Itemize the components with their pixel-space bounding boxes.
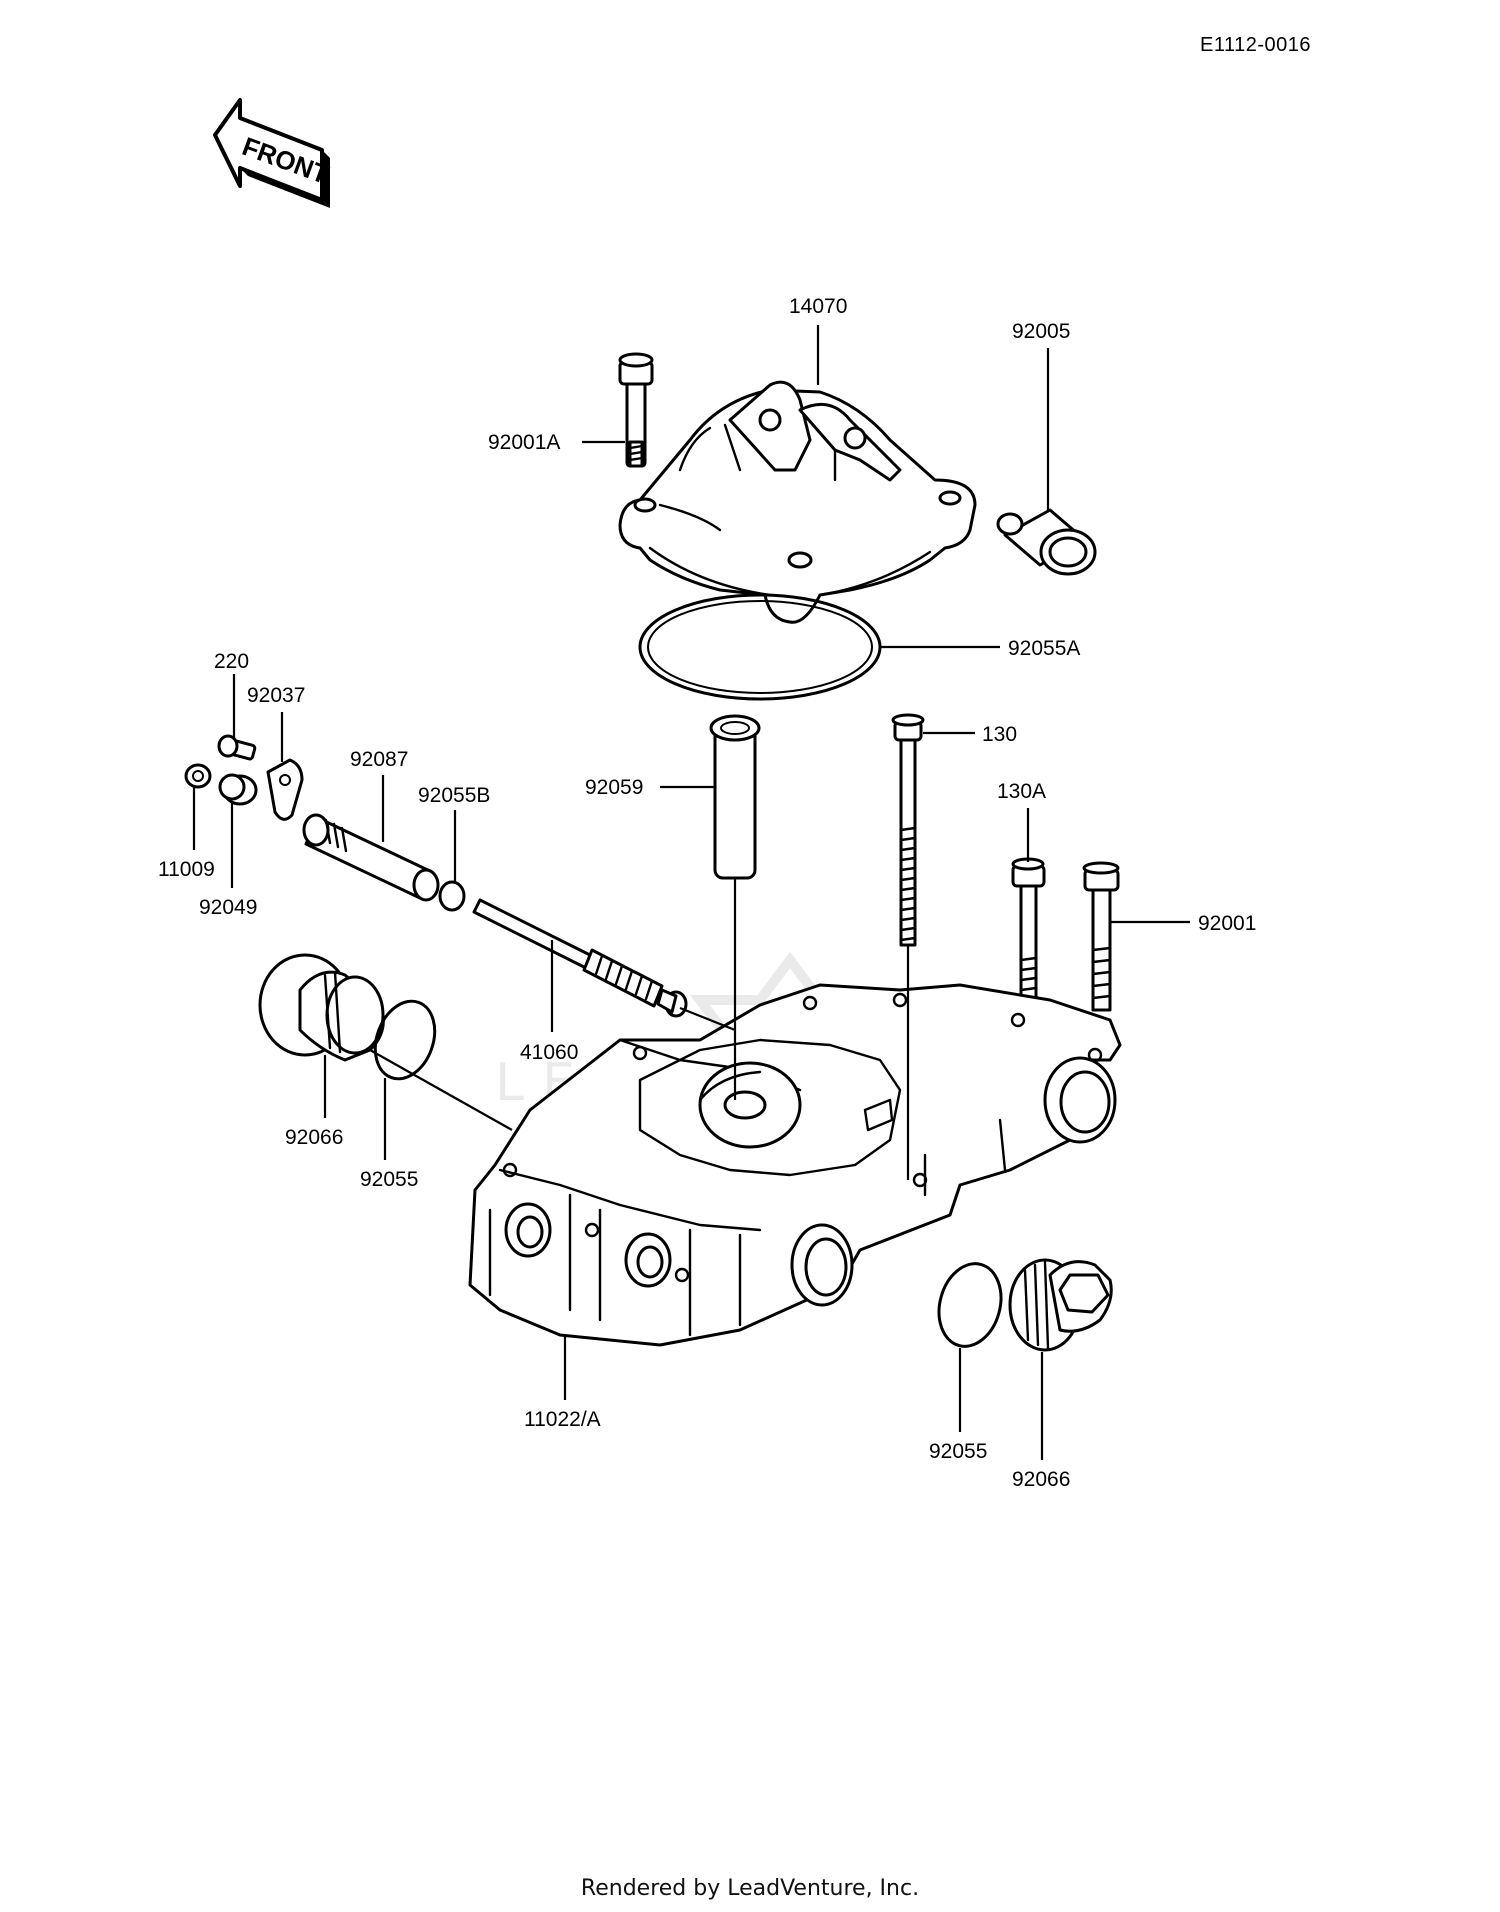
- callout-11009: 11009: [158, 858, 215, 881]
- callout-92037: 92037: [247, 684, 305, 707]
- callout-92055A: 92055A: [1008, 637, 1080, 660]
- bolt-92001: [1082, 861, 1120, 1012]
- bolt-130: [891, 713, 925, 947]
- screw-220: [217, 734, 257, 761]
- bolt-92001A: [618, 352, 654, 468]
- callout-92001: 92001: [1198, 912, 1256, 935]
- gasket-92055A: [638, 593, 882, 701]
- callout-labels: 14070 92001A 92005 92055A 220 92037 9208…: [158, 295, 1256, 1491]
- callout-11022A: 11022/A: [524, 1408, 601, 1431]
- callout-92055B: 92055B: [418, 784, 490, 807]
- shaft-41060: [472, 898, 688, 1018]
- callout-41060: 41060: [520, 1041, 578, 1064]
- callout-130: 130: [982, 723, 1017, 746]
- collar-92049: [218, 773, 258, 806]
- callout-92005: 92005: [1012, 320, 1070, 343]
- front-arrow-icon: FRONT: [213, 98, 333, 208]
- oring-92055B: [438, 880, 466, 912]
- sleeve-92087: [302, 813, 440, 902]
- callout-92055-left: 92055: [360, 1168, 418, 1191]
- plug-92066-right: [1008, 1258, 1113, 1352]
- gasket-92055A-inner: [647, 600, 873, 694]
- footer-credit: Rendered by LeadVenture, Inc.: [580, 1876, 920, 1901]
- callout-92087: 92087: [350, 748, 408, 771]
- callout-14070: 14070: [789, 295, 847, 318]
- callout-92001A: 92001A: [488, 431, 560, 454]
- oring-92055-left: [373, 999, 437, 1081]
- cap-92005: [996, 508, 1097, 576]
- callout-92059: 92059: [585, 776, 643, 799]
- leader-lines: [192, 325, 1190, 1460]
- callout-220: 220: [214, 650, 249, 673]
- callout-92055-right: 92055: [929, 1440, 987, 1463]
- pipe-92059: [709, 714, 761, 880]
- oring-92055-right: [937, 1262, 1003, 1348]
- plate-92037: [266, 758, 304, 821]
- plug-92066-left: [258, 953, 385, 1062]
- callout-92066-left: 92066: [285, 1126, 343, 1149]
- callout-92066-right: 92066: [1012, 1468, 1070, 1491]
- callout-92049: 92049: [199, 896, 257, 919]
- top-cover-14070: [618, 380, 977, 624]
- washer-11009: [184, 763, 212, 789]
- document-id: E1112-0016: [1200, 34, 1312, 56]
- callout-130A: 130A: [997, 780, 1046, 803]
- bolt-130A: [1011, 857, 1046, 1012]
- housing-11022A: [468, 983, 1122, 1347]
